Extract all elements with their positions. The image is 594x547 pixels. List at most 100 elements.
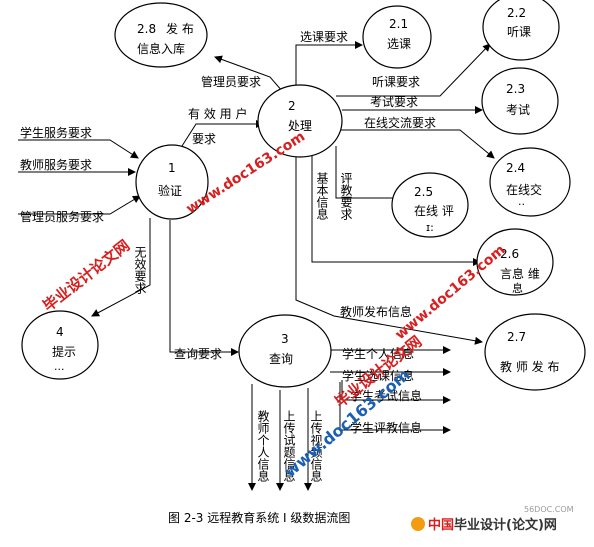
flow-out-student-eval [339,382,451,434]
node-2-2: 2.2 听课 [482,0,560,61]
node-2-1: 2.1 选课 [362,5,432,69]
flow-labels: 学生服务要求 教师服务要求 管理员服务要求 有 效 用 户 要求 管理员要求 选… [20,30,436,482]
node-1-label: 验证 [158,183,182,198]
logo-brand-rest: 毕业设计(论文)网 [454,517,557,533]
node-2-2-shape [482,0,560,61]
node-2-6-label: 言息 维 [500,266,540,281]
flow-admin-req2 [214,55,284,93]
label-course-select: 选课要求 [300,30,348,44]
node-2-6-label2: 息 [512,281,523,295]
node-2-4-id: 2.4 [506,161,525,175]
node-2-8-label: 发 布 [166,21,194,36]
node-2-6: 2.6 言息 维 息 [476,228,554,296]
label-student-eval: 学生评教信息 [350,420,422,435]
node-2-6-id: 2.6 [500,247,519,261]
node-2-3-id: 2.3 [506,82,525,96]
label-teacher-publish: 教师发布信息 [340,304,412,319]
node-2-4-label: 在线交 [506,182,542,197]
node-2-5-label2: ɪ: [426,221,434,234]
node-3-shape [238,314,332,388]
node-4-label: 提示 [52,344,76,359]
flow-lines [18,41,495,491]
node-2-7-shape [484,313,586,391]
node-2-3-label: 考试 [506,102,530,117]
watermark-url-2: www.doc163.com [392,242,508,343]
node-2-label: 处理 [288,119,312,133]
node-2-3-shape [481,67,559,135]
logo-brand: 中国毕业设计(论文)网 [428,517,557,533]
flow-basic-info [311,156,481,266]
node-2-5-shape [391,172,469,238]
node-4-id: 4 [56,325,64,339]
node-2-7-label: 教 师 发 布 [500,359,559,374]
flow-invalid [91,218,151,317]
label-admin-req2: 管理员要求 [201,74,261,89]
flow-listen [336,43,491,97]
node-3-id: 3 [281,332,289,346]
node-1-shape [135,144,209,220]
label-student-req: 学生服务要求 [20,125,92,140]
node-2-1-id: 2.1 [389,17,408,31]
node-4: 4 提示 ... [21,310,99,380]
flow-query [169,220,239,356]
node-4-shape [21,310,99,380]
node-3: 3 查询 [238,314,332,388]
node-1: 1 验证 [135,144,209,220]
node-2-1-shape [362,5,432,69]
node-2-5-label: 在线 评 [414,204,454,218]
label-basic-info: 基本信息 [315,172,329,220]
node-4-label2: ... [54,360,65,373]
label-exam: 考试要求 [370,94,418,109]
flow-admin-req [18,195,141,215]
label-admin-req: 管理员服务要求 [20,209,104,224]
node-2-8-id: 2.8 [137,22,156,36]
node-2-6-shape [476,228,554,296]
node-1-id: 1 [168,161,176,175]
node-2-7: 2.7 教 师 发 布 [484,313,586,391]
flow-course-select [295,41,363,86]
label-valid-user-a: 有 效 用 户 [188,106,247,121]
label-upload-video: 上传视频信息 [309,410,323,482]
flow-eval [335,146,421,202]
node-2-shape [257,84,343,158]
node-2-4: 2.4 在线交 ·· [489,147,571,217]
label-teacher-req: 教师服务要求 [20,157,92,172]
node-2: 2 处理 [257,84,343,158]
label-invalid: 无效要求 [133,246,147,294]
flow-teacher-publish [295,156,483,345]
label-student-exam: 学生考试信息 [350,388,422,403]
node-2-8-shape [114,2,208,68]
label-listen: 听课要求 [372,75,420,89]
node-2-3: 2.3 考试 [481,67,559,135]
figure-caption: 图 2-3 远程教育系统 I 级数据流图 [168,510,350,525]
label-student-course: 学生选课信息 [342,368,414,383]
site-logo: 56DOC.COM 中国毕业设计(论文)网 [411,505,574,533]
logo-emblem-icon [411,517,425,531]
node-2-5: 2.5 在线 评 ɪ: [391,172,469,238]
label-eval: 评教要求 [339,172,353,220]
node-2-8: 2.8 发 布 信息入库 [114,2,208,68]
logo-brand-red: 中国 [428,517,454,533]
node-2-id: 2 [288,99,296,113]
flow-valid-user [181,120,264,147]
node-2-5-id: 2.5 [414,185,433,199]
node-2-4-label2: ·· [518,198,525,211]
node-3-label: 查询 [269,352,293,366]
logo-site: 56DOC.COM [524,505,574,514]
node-2-7-id: 2.7 [507,330,526,344]
flow-student-req [18,139,139,159]
flow-online-chat [340,129,495,159]
label-upload-exam: 上传试题信息 [282,410,296,482]
node-2-1-label: 选课 [387,37,411,51]
node-2-2-label: 听课 [507,25,531,39]
label-teacher-personal: 教师个人信息 [256,409,270,482]
node-2-4-shape [489,147,571,217]
flow-out-student-exam [341,380,451,404]
label-valid-user-b: 要求 [192,132,216,146]
node-2-8-label2: 信息入库 [137,41,185,56]
label-student-personal: 学生个人信息 [342,346,414,361]
label-online-chat: 在线交流要求 [364,115,436,130]
node-2-2-id: 2.2 [507,6,526,20]
watermark-cn-1: 毕业设计论文网 [39,236,133,315]
